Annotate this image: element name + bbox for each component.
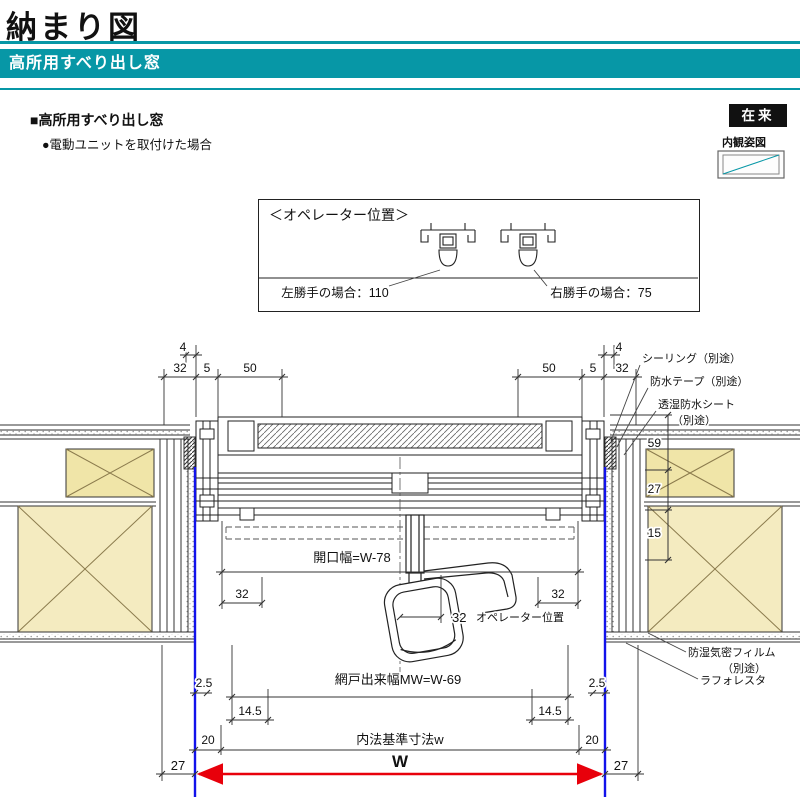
left-sealing-backer [183,436,196,470]
dim-14-5-right: 14.5 [538,704,562,718]
dim-4-left: 4 [180,340,187,354]
dim-20-right: 20 [585,733,599,747]
section-drawing: 4 32 5 50 50 5 32 4 59 27 15 シーリング（別途） 防… [0,338,800,797]
opening-width-label: 開口幅=W-78 [313,550,390,565]
dim-extension-lines [161,345,672,781]
callout-laforesta: ラフォレスタ [700,674,766,687]
right-stud [645,448,735,498]
left-exterior-band [0,424,190,440]
dim-15: 15 [648,526,662,540]
view-opening-line [722,154,780,175]
left-operator-figure [420,223,476,267]
left-hand-case-label: 左勝手の場合：110 [281,285,388,300]
right-hand-case-label: 右勝手の場合：75 [550,285,651,300]
operator-unit [383,514,517,663]
right-sealing-backer [604,436,617,470]
section-heading: ■高所用すべり出し窓 [30,112,164,128]
dim-59: 59 [648,436,662,450]
operator-box-title: ＜オペレーター位置＞ [269,207,409,223]
dim-5-left: 5 [204,361,211,375]
interior-view-label: 内観姿図 [722,137,766,149]
dim-lines [156,354,669,775]
right-interior-band [606,631,800,643]
left-jamb-casing [159,439,194,632]
inner-standard-dim-label: 内法基準寸法w [356,732,444,747]
window-frame-section [195,416,605,522]
banner-rule [0,88,800,90]
dim-32-operator: 32 [452,610,466,625]
page-title: 納まり図 [6,10,142,45]
section-bullet: ●電動ユニットを取付けた場合 [42,138,213,152]
callout-moisture-film: 防湿気密フィルム [688,645,776,659]
w-label: W [392,752,409,771]
dim-27-vertical: 27 [648,482,662,496]
left-case-leader [388,269,441,287]
left-stud [65,448,155,498]
dim-32-mid-right: 32 [551,587,565,601]
dim-ticks [158,351,672,778]
dim-50-right: 50 [542,361,556,375]
right-wall-framing [644,501,800,633]
right-case-leader [533,269,548,287]
callout-leaders [610,364,699,680]
dim-32-right-top: 32 [615,361,629,375]
callout-waterproof-tape: 防水テープ（別途） [650,374,748,388]
right-exterior-band [610,424,800,440]
construction-type-badge: 在来 [729,104,787,127]
dim-5-right: 5 [590,361,597,375]
dim-14-5-left: 14.5 [238,704,262,718]
callout-breathable-sheet-2: （別途） [672,413,716,427]
screen-width-label: 網戸出来幅MW=W-69 [335,672,462,687]
dim-32-mid-left: 32 [235,587,249,601]
left-wall-framing [0,501,156,633]
title-rule [0,41,800,44]
right-jamb-casing [606,439,641,632]
left-interior-band [0,631,194,643]
view-inner-frame [722,154,780,175]
dim-32-left-top: 32 [173,361,187,375]
dim-2-5-left: 2.5 [196,676,213,690]
right-operator-figure [500,223,556,267]
dim-27-left: 27 [171,758,185,773]
dim-2-5-right: 2.5 [589,676,606,690]
dim-50-left: 50 [243,361,257,375]
product-banner: 高所用すべり出し窓 [0,49,800,78]
callout-moisture-film-2: （別途） [722,661,766,675]
dim-4-right: 4 [616,340,623,354]
operator-position-label: オペレーター位置 [476,610,564,624]
operator-position-box: ＜オペレーター位置＞ 左勝手の場合：110 右勝手の場合：75 [258,199,700,312]
callout-breathable-sheet: 透湿防水シート [658,397,735,411]
interior-view-figure [717,150,785,179]
dim-27-right: 27 [614,758,628,773]
dim-20-left: 20 [201,733,215,747]
callout-sealing: シーリング（別途） [642,351,741,365]
